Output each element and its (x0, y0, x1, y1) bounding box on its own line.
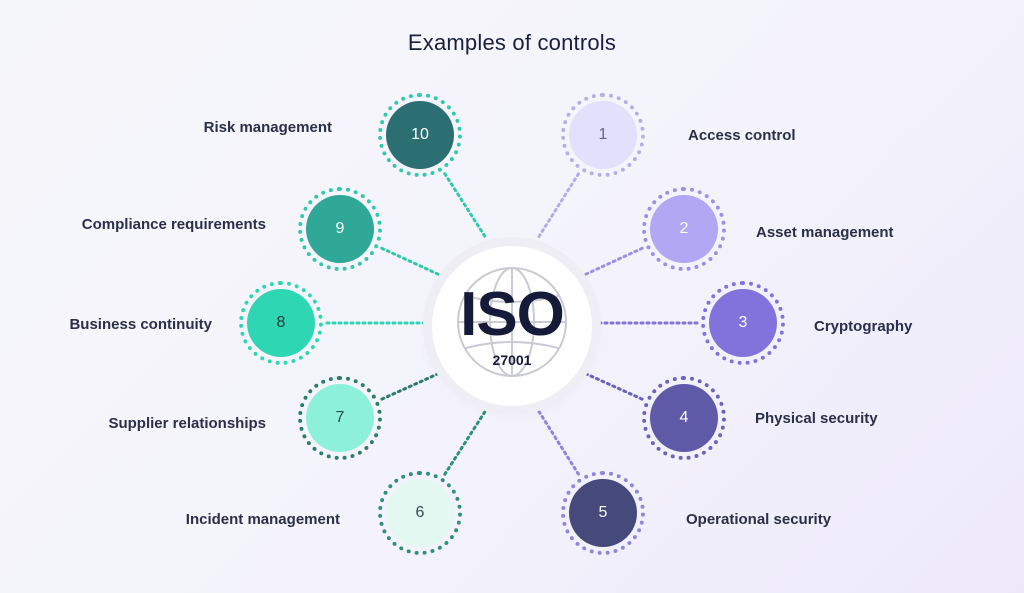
control-label-6: Incident management (185, 511, 340, 528)
control-ring-3 (701, 281, 785, 365)
connector-5 (536, 408, 580, 476)
control-ring-5 (561, 471, 645, 555)
control-node-1: 1 (569, 101, 637, 169)
control-node-5: 5 (569, 479, 637, 547)
control-label-2: Asset management (756, 224, 894, 241)
control-label-1: Access control (688, 127, 796, 144)
control-node-10: 10 (386, 101, 454, 169)
globe-icon (457, 267, 567, 377)
diagram-title: Examples of controls (407, 30, 617, 55)
connector-1 (536, 172, 580, 240)
connector-10 (443, 172, 488, 240)
control-label-3: Cryptography (814, 318, 913, 335)
control-ring-1 (561, 93, 645, 177)
control-label-4: Physical security (755, 410, 878, 427)
iso-hub: ISO 27001 (432, 246, 592, 406)
control-node-9: 9 (306, 195, 374, 263)
control-node-6: 6 (386, 479, 454, 547)
connector-6 (443, 408, 488, 476)
control-ring-4 (642, 376, 726, 460)
control-label-10: Risk management (203, 119, 332, 136)
control-ring-7 (298, 376, 382, 460)
control-ring-2 (642, 187, 726, 271)
control-node-8: 8 (247, 289, 315, 357)
control-label-7: Supplier relationships (108, 415, 266, 432)
control-ring-10 (378, 93, 462, 177)
control-label-5: Operational security (686, 511, 832, 528)
iso-logo-text: ISO (460, 280, 565, 349)
control-ring-6 (378, 471, 462, 555)
control-node-2: 2 (650, 195, 718, 263)
connector-7 (380, 370, 444, 401)
control-node-3: 3 (709, 289, 777, 357)
connector-2 (580, 246, 644, 278)
connector-9 (380, 246, 444, 278)
control-node-4: 4 (650, 384, 718, 452)
control-node-7: 7 (306, 384, 374, 452)
control-ring-8 (239, 281, 323, 365)
control-label-9: Compliance requirements (81, 216, 266, 233)
iso-standard-number: 27001 (492, 352, 532, 368)
control-label-8: Business continuity (69, 316, 212, 333)
control-ring-9 (298, 187, 382, 271)
connector-4 (580, 370, 644, 401)
